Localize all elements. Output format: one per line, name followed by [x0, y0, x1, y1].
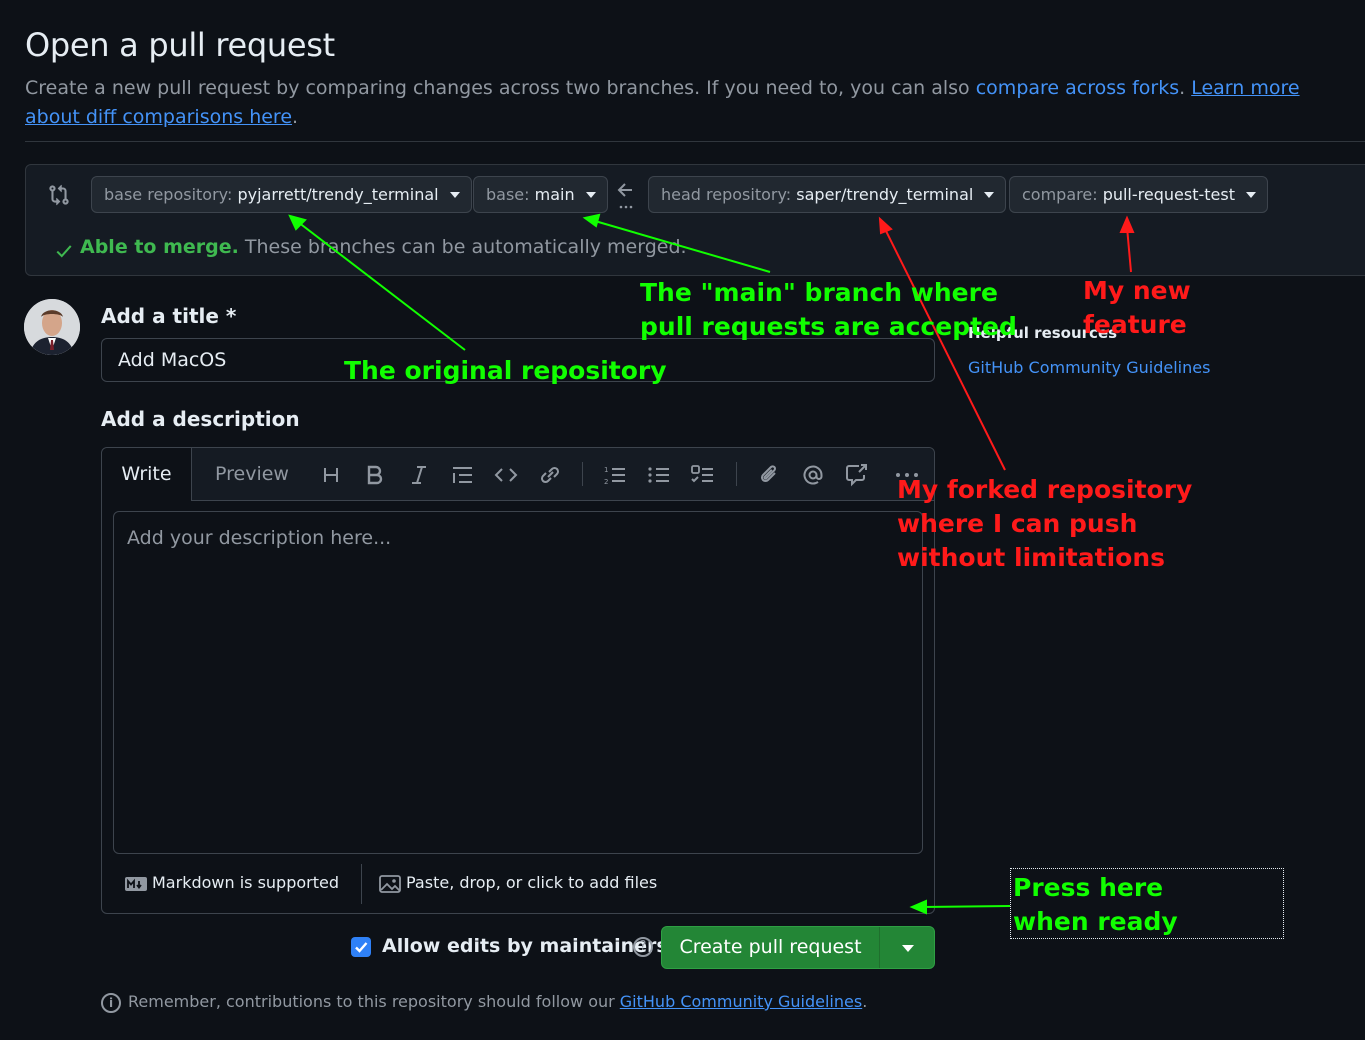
chevron-down-icon[interactable] — [902, 945, 914, 952]
bold-icon[interactable] — [360, 460, 390, 490]
annotation-new-feature-line2: feature — [1083, 310, 1187, 339]
footer-divider — [361, 864, 362, 904]
check-icon — [56, 245, 72, 258]
annotation-press-line2: when ready — [1013, 907, 1178, 936]
annotation-main-branch-line1: The "main" branch where — [640, 278, 998, 307]
compare-branch-select[interactable]: compare: pull-request-test — [1009, 176, 1268, 213]
chevron-down-icon — [449, 192, 460, 198]
allow-edits-label[interactable]: Allow edits by maintainers — [382, 935, 668, 957]
base-repository-select[interactable]: base repository: pyjarrett/trendy_termin… — [91, 176, 472, 213]
helpful-resources-title: Helpful resources — [968, 324, 1118, 342]
annotation-press-line1: Press here — [1013, 873, 1164, 902]
merge-detail: These branches can be automatically merg… — [238, 236, 687, 258]
mention-icon[interactable] — [798, 460, 828, 490]
base-branch-value: main — [534, 185, 575, 204]
arrow-left-icon — [617, 183, 633, 209]
avatar-image — [24, 299, 80, 355]
head-repository-value: saper/trendy_terminal — [796, 185, 974, 204]
community-guidelines-footer-link[interactable]: GitHub Community Guidelines — [619, 992, 863, 1011]
merge-status: Able to merge. These branches can be aut… — [80, 236, 687, 258]
base-repository-key: base repository: — [104, 185, 233, 204]
chevron-down-icon — [585, 192, 596, 198]
toolbar-divider — [582, 462, 583, 486]
attach-icon[interactable] — [755, 460, 785, 490]
unordered-list-icon[interactable] — [644, 460, 674, 490]
cross-reference-icon[interactable] — [842, 460, 872, 490]
community-guidelines-link[interactable]: GitHub Community Guidelines — [968, 358, 1211, 377]
page-description: Create a new pull request by comparing c… — [25, 74, 1325, 132]
head-repository-select[interactable]: head repository: saper/trendy_terminal — [648, 176, 1007, 213]
compare-branches-icon — [49, 184, 69, 206]
question-icon[interactable]: ? — [633, 937, 653, 957]
compare-forks-link[interactable]: compare across forks — [975, 77, 1180, 99]
code-icon[interactable] — [491, 460, 521, 490]
annotation-original-repository: The original repository — [344, 356, 667, 385]
create-pull-request-button[interactable] — [661, 926, 935, 969]
ordered-list-icon[interactable]: 12 — [600, 460, 630, 490]
create-pull-request-label[interactable]: Create pull request — [679, 936, 862, 958]
italic-icon[interactable] — [404, 460, 434, 490]
link-icon[interactable] — [535, 460, 565, 490]
description-textarea[interactable] — [113, 511, 923, 854]
compare-branch-key: compare: — [1022, 185, 1098, 204]
head-repository-key: head repository: — [661, 185, 792, 204]
annotation-main-branch-line2: pull requests are accepted — [640, 312, 1017, 341]
add-files-button[interactable]: Paste, drop, or click to add files — [406, 873, 658, 892]
base-branch-key: base: — [486, 185, 530, 204]
description-label: Add a description — [101, 407, 300, 431]
page-title: Open a pull request — [25, 26, 335, 64]
merge-ok-label: Able to merge. — [80, 236, 239, 258]
annotation-forked-line2: where I can push — [897, 509, 1138, 538]
description-end: . — [292, 106, 299, 128]
markdown-supported-link[interactable]: Markdown is supported — [152, 873, 340, 892]
title-input[interactable]: Add MacOS — [101, 338, 935, 382]
annotation-box — [1010, 868, 1284, 939]
more-icon[interactable] — [892, 460, 922, 490]
remember-note: Remember, contributions to this reposito… — [128, 992, 867, 1011]
description-separator: . — [1179, 77, 1192, 99]
compare-branch-value: pull-request-test — [1102, 185, 1235, 204]
annotation-new-feature-line1: My new — [1083, 276, 1191, 305]
quote-icon[interactable] — [447, 460, 477, 490]
base-repository-value: pyjarrett/trendy_terminal — [237, 185, 439, 204]
toolbar-divider — [736, 462, 737, 486]
description-text: Create a new pull request by comparing c… — [25, 77, 976, 99]
allow-edits-checkbox[interactable] — [351, 937, 371, 957]
button-divider — [879, 927, 880, 968]
check-icon — [355, 942, 368, 953]
base-branch-select[interactable]: base: main — [473, 176, 608, 213]
editor-toolbar — [102, 448, 934, 501]
info-icon: i — [101, 993, 121, 1013]
heading-icon[interactable] — [316, 460, 346, 490]
description-placeholder: Add your description here... — [127, 527, 392, 549]
svg-text:2: 2 — [604, 478, 608, 486]
divider — [25, 141, 1365, 142]
title-label: Add a title * — [101, 304, 237, 328]
task-list-icon[interactable] — [688, 460, 718, 490]
annotation-forked-line3: without limitations — [897, 543, 1165, 572]
markdown-icon — [125, 877, 147, 891]
chevron-down-icon — [984, 192, 995, 198]
learn-more-link[interactable]: Learn more about diff comparisons here — [25, 77, 1300, 128]
tab-write[interactable]: Write — [102, 448, 192, 501]
remember-text: Remember, contributions to this reposito… — [128, 992, 620, 1011]
remember-end: . — [862, 992, 868, 1011]
tab-preview[interactable]: Preview — [215, 463, 289, 485]
chevron-down-icon — [1245, 192, 1256, 198]
image-icon — [379, 875, 401, 893]
svg-text:1: 1 — [604, 466, 608, 474]
avatar[interactable] — [24, 299, 80, 355]
annotation-forked-line1: My forked repository — [897, 475, 1193, 504]
